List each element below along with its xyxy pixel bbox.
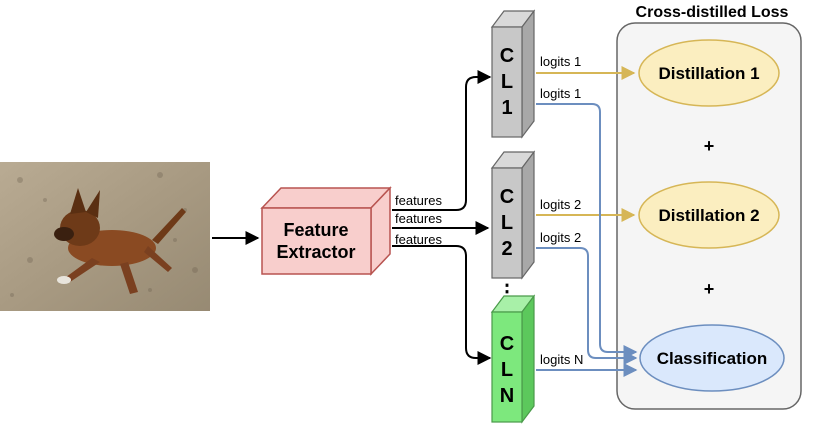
plus-sign-2: + bbox=[704, 279, 715, 299]
features-label-3: features bbox=[395, 232, 442, 247]
fe-label-line1: Feature bbox=[283, 220, 348, 240]
arrow-features-to-cln bbox=[392, 245, 492, 365]
arrow-logits2-to-classification bbox=[536, 247, 638, 365]
feature-extractor-block: Feature Extractor bbox=[260, 186, 392, 276]
distillation-1-label: Distillation 1 bbox=[658, 64, 759, 83]
fe-front-face bbox=[261, 207, 372, 275]
input-photo bbox=[0, 162, 210, 311]
features-label-1: features bbox=[395, 193, 442, 208]
distillation-1-node bbox=[638, 39, 780, 107]
fe-top-face bbox=[260, 187, 392, 209]
plus-sign-1: + bbox=[704, 136, 715, 156]
cl2-letter-c: C bbox=[500, 186, 514, 208]
logits-label-cl2-top: logits 2 bbox=[540, 197, 581, 212]
cl1-index: 1 bbox=[501, 97, 512, 119]
distillation-2-label: Distillation 2 bbox=[658, 206, 759, 225]
cln-letter-c: C bbox=[500, 333, 514, 355]
features-label-2: features bbox=[395, 211, 442, 226]
cl1-letter-l: L bbox=[501, 71, 513, 93]
logits-label-cl1-bottom: logits 1 bbox=[540, 86, 581, 101]
logits-label-cl1-top: logits 1 bbox=[540, 54, 581, 69]
fe-label-line2: Extractor bbox=[276, 242, 355, 262]
classification-label: Classification bbox=[657, 349, 768, 368]
logits-label-cl2-bottom: logits 2 bbox=[540, 230, 581, 245]
loss-panel-title: Cross-distilled Loss bbox=[636, 4, 789, 21]
arrow-logits1-to-classification bbox=[536, 103, 638, 359]
classifier-cl1: C L 1 bbox=[490, 9, 536, 139]
classifier-cln: C L N bbox=[490, 294, 536, 424]
cln-letter-l: L bbox=[501, 359, 513, 381]
logits-label-cln: logits N bbox=[540, 352, 583, 367]
cl2-letter-l: L bbox=[501, 212, 513, 234]
puppy-icon bbox=[54, 188, 186, 294]
distillation-2-node bbox=[638, 181, 780, 249]
classification-node bbox=[639, 324, 785, 392]
cln-index: N bbox=[500, 385, 514, 407]
cl1-letter-c: C bbox=[500, 45, 514, 67]
arrow-features-to-cl1 bbox=[392, 70, 492, 211]
cl2-index: 2 bbox=[501, 238, 512, 260]
classifier-cl2: C L 2 bbox=[490, 150, 536, 280]
